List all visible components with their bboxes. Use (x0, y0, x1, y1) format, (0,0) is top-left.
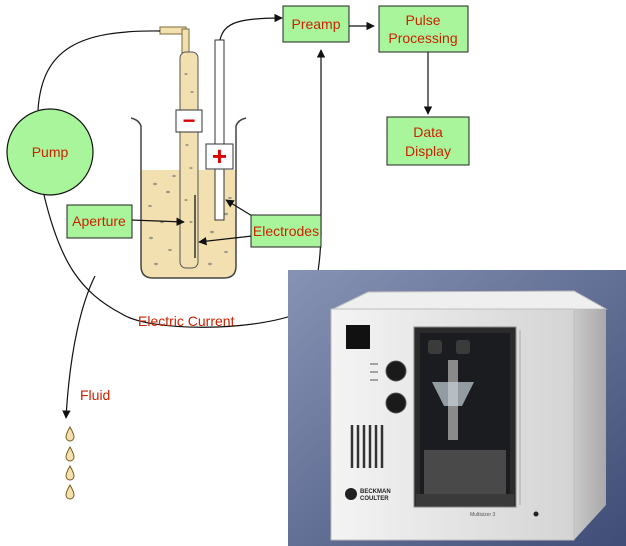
pump: Pump (6, 108, 94, 196)
knob-lower (385, 392, 407, 414)
knob-upper (385, 360, 407, 382)
fluid-drops (65, 425, 75, 500)
fluid-outflow (62, 275, 96, 419)
brand-line1: BECKMAN (360, 489, 391, 495)
model-name: Multisizer 3 (470, 512, 496, 518)
pulse-processing-line1: Pulse (405, 12, 440, 28)
electrodes-pointer-lower (198, 235, 253, 246)
aperture-tube: − (159, 26, 203, 269)
electrodes-box: Electrodes (250, 214, 322, 248)
data-display-line2: Display (405, 143, 451, 159)
fluid-label: Fluid (80, 387, 110, 403)
electric-current-label: Electric Current (138, 313, 235, 329)
beaker-glass (130, 117, 247, 279)
instrument-photo: BECKMAN COULTER Multisizer 3 (288, 270, 626, 546)
data-display-line1: Data (413, 124, 443, 140)
aperture-box: Aperture (66, 204, 133, 239)
pulse-processing-line2: Processing (388, 30, 457, 46)
preamp-box: Preamp (282, 5, 350, 43)
pump-label: Pump (32, 144, 69, 160)
preamp-label: Preamp (291, 16, 340, 32)
aperture-tube-body (179, 51, 199, 269)
minus-sign: − (183, 108, 196, 133)
aperture-pointer (130, 217, 185, 226)
fluid-drop (65, 483, 75, 500)
pump-to-tube-wire (37, 30, 161, 111)
data-display-box: Data Display (386, 116, 470, 166)
fluid-drop (65, 464, 75, 481)
minus-terminal (175, 109, 203, 133)
plus-terminal (205, 143, 234, 170)
brand-logo: BECKMAN COULTER (345, 488, 391, 502)
positive-electrode: + (205, 39, 234, 221)
aperture-label: Aperture (72, 213, 126, 229)
brand-line2: COULTER (360, 496, 389, 502)
status-led (533, 511, 539, 517)
pulse-processing-box: Pulse Processing (378, 5, 469, 53)
pump-circle (6, 108, 94, 196)
electrodes-label: Electrodes (253, 223, 319, 239)
vent-grille (350, 425, 384, 468)
electrode-to-preamp-wire (219, 13, 283, 41)
plus-sign: + (212, 141, 227, 171)
fluid-drop (65, 445, 75, 462)
fluid-drop (65, 425, 75, 442)
